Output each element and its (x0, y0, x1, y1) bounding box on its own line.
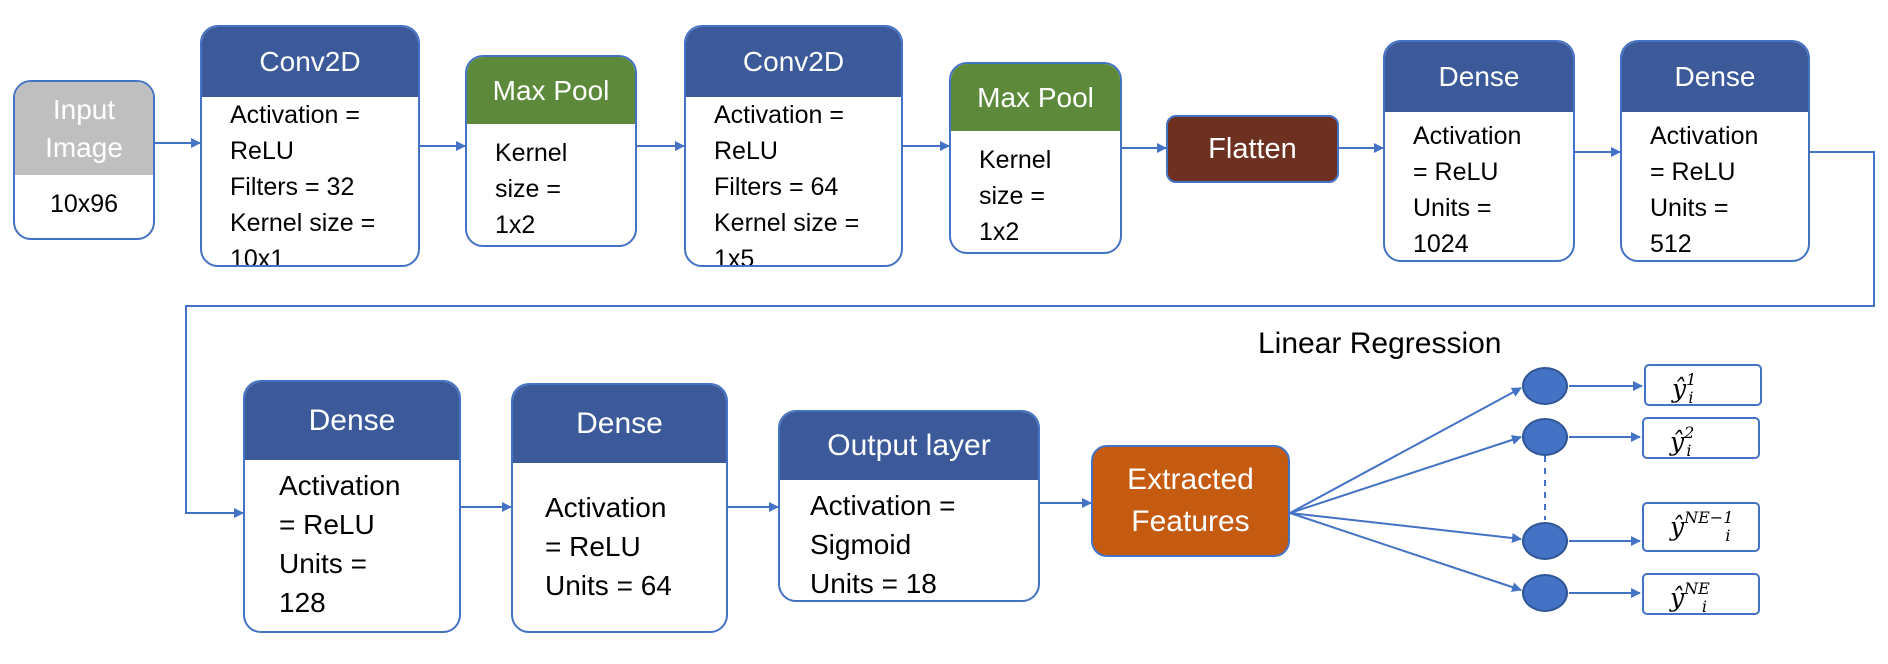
pool1-line: 1x2 (495, 211, 536, 239)
output-yhat-sub: i (1701, 597, 1707, 616)
pool2-line: Kernel (979, 146, 1052, 174)
linear-regression-title: Linear Regression (1258, 327, 1502, 360)
output-yhat-1: ŷ1i (1644, 364, 1762, 407)
fan-line-2 (1289, 435, 1522, 514)
dense4-title: Dense (513, 385, 726, 463)
output-yhat-ne-minus-1: ŷNE−1i (1642, 502, 1760, 552)
output-layer-line: Units = 18 (810, 568, 937, 599)
output-yhat-sub: i (1688, 388, 1694, 407)
dense1-line: = ReLU (1413, 158, 1499, 186)
dense3-line: Activation (279, 470, 401, 501)
extracted-features-box: Extracted Features (1091, 445, 1290, 557)
conv2-line: Filters = 64 (714, 173, 839, 201)
output-yhat-sup: 1 (1686, 370, 1697, 389)
conv1-line: Filters = 32 (230, 173, 355, 201)
arrow-wrap-to-dense3 (185, 151, 1875, 518)
output-layer-box: Output layer Activation = Sigmoid Units … (778, 410, 1040, 602)
output-layer-line: Sigmoid (810, 529, 912, 560)
dense4-line: = ReLU (545, 531, 641, 562)
pool1-line: Kernel (495, 139, 568, 167)
conv2-box: Conv2D Activation = ReLU Filters = 64 Ke… (684, 25, 903, 267)
output-yhat-base: ŷ (1670, 427, 1685, 456)
regression-node (1522, 418, 1568, 456)
output-yhat-base: ŷ (1672, 374, 1687, 403)
output-yhat-sup: NE−1 (1684, 508, 1734, 527)
conv1-line: ReLU (230, 137, 294, 165)
dense4-box: Dense Activation = ReLU Units = 64 (511, 383, 728, 633)
conv2-title: Conv2D (686, 27, 901, 97)
conv1-line: Activation = (230, 101, 360, 129)
dense2-line: Units = (1650, 194, 1729, 222)
dense3-title: Dense (245, 382, 459, 460)
dense2-box: Dense Activation = ReLU Units = 512 (1620, 40, 1810, 262)
dense2-line: = ReLU (1650, 158, 1736, 186)
conv1-title: Conv2D (202, 27, 418, 97)
output-layer-title: Output layer (780, 412, 1038, 480)
dense4-line: Activation (545, 492, 667, 523)
pool2-line: 1x2 (979, 218, 1020, 246)
conv2-line: 1x5 (714, 245, 755, 267)
fan-line-4 (1289, 512, 1522, 592)
dense3-line: 128 (279, 587, 326, 618)
flatten-box: Flatten (1166, 115, 1339, 183)
pool2-line: size = (979, 182, 1046, 210)
regression-node (1522, 574, 1568, 612)
regression-node (1522, 367, 1568, 405)
regression-node (1522, 522, 1568, 560)
input-layer-title: Input Image (15, 82, 153, 175)
dense1-box: Dense Activation = ReLU Units = 1024 (1383, 40, 1575, 262)
fan-line-3 (1289, 512, 1522, 543)
conv1-line: Kernel size = (230, 209, 376, 237)
output-yhat-sup: 2 (1684, 423, 1695, 442)
output-yhat-ne: ŷNEi (1642, 573, 1760, 616)
dense3-line: = ReLU (279, 509, 375, 540)
fan-line-1 (1289, 387, 1522, 514)
dense2-title: Dense (1622, 42, 1808, 112)
dense3-line: Units = (279, 548, 367, 579)
dense1-line: 1024 (1413, 230, 1469, 258)
conv2-line: ReLU (714, 137, 778, 165)
pool1-box: Max Pool Kernel size = 1x2 (465, 55, 637, 247)
dense1-line: Activation (1413, 122, 1522, 150)
pool2-title: Max Pool (951, 64, 1120, 131)
conv1-box: Conv2D Activation = ReLU Filters = 32 Ke… (200, 25, 420, 267)
conv2-line: Activation = (714, 101, 844, 129)
output-yhat-sub: i (1686, 441, 1692, 460)
conv1-line: 10x1 (230, 245, 285, 267)
output-yhat-2: ŷ2i (1642, 417, 1760, 460)
output-yhat-sup: NE (1684, 579, 1710, 598)
dense2-line: 512 (1650, 230, 1692, 258)
output-yhat-base: ŷ (1670, 512, 1685, 541)
input-layer-box: Input Image 10x96 (13, 80, 155, 240)
conv2-line: Kernel size = (714, 209, 860, 237)
pool1-line: size = (495, 175, 562, 203)
dense1-title: Dense (1385, 42, 1573, 112)
dense4-line: Units = 64 (545, 570, 672, 601)
input-layer-shape: 10x96 (49, 190, 119, 218)
dense3-box: Dense Activation = ReLU Units = 128 (243, 380, 461, 633)
pool2-box: Max Pool Kernel size = 1x2 (949, 62, 1122, 254)
dense1-line: Units = (1413, 194, 1492, 222)
dense2-line: Activation (1650, 122, 1759, 150)
output-yhat-sub: i (1725, 526, 1731, 545)
output-yhat-base: ŷ (1670, 583, 1685, 612)
pool1-title: Max Pool (467, 57, 635, 124)
output-layer-line: Activation = (810, 490, 956, 521)
